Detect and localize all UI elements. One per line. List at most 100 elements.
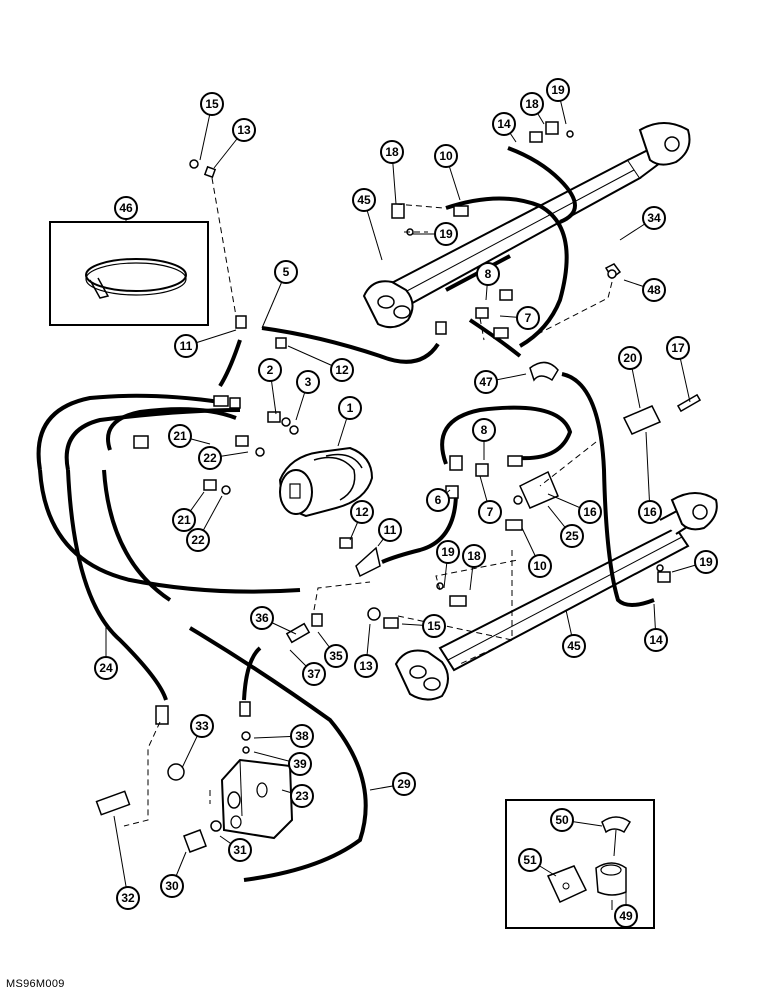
callout-number: 45 xyxy=(357,193,371,207)
callout-circle xyxy=(422,614,446,638)
callout-circle xyxy=(378,518,402,542)
callout-number: 18 xyxy=(385,145,399,159)
callout-number: 48 xyxy=(647,283,661,297)
callout-circle xyxy=(666,336,690,360)
callout-circle xyxy=(518,848,542,872)
callout-number: 30 xyxy=(165,879,179,893)
callout-circle xyxy=(116,886,140,910)
callout-number: 51 xyxy=(523,853,537,867)
callout-circle xyxy=(644,628,668,652)
callout-number: 19 xyxy=(439,227,453,241)
callout-circle xyxy=(436,540,460,564)
callout-number: 46 xyxy=(119,201,133,215)
callout-circle xyxy=(434,144,458,168)
callout-number: 17 xyxy=(671,341,685,355)
callout-number: 25 xyxy=(565,529,579,543)
callout-number: 20 xyxy=(623,351,637,365)
callout-circle xyxy=(476,262,500,286)
callout-number: 38 xyxy=(295,729,309,743)
callout-circle xyxy=(516,306,540,330)
callout-circle xyxy=(474,370,498,394)
callout-circle xyxy=(258,358,282,382)
callout-number: 22 xyxy=(191,533,205,547)
callout-number: 33 xyxy=(195,719,209,733)
callout-circle xyxy=(642,278,666,302)
callout-circle xyxy=(174,334,198,358)
callout-leader xyxy=(113,815,129,899)
inset-hose-clamp xyxy=(49,221,209,326)
lower-cylinder xyxy=(394,492,718,701)
callout-circle xyxy=(528,554,552,578)
callout-number: 18 xyxy=(525,97,539,111)
callout-number: 8 xyxy=(485,267,492,281)
callout-circle xyxy=(694,550,718,574)
callout-leader xyxy=(645,431,651,513)
hoses xyxy=(36,146,655,882)
callout-circle xyxy=(562,634,586,658)
callout-circle xyxy=(618,346,642,370)
callout-circle xyxy=(274,260,298,284)
callout-number: 24 xyxy=(99,661,113,675)
callout-number: 14 xyxy=(649,633,663,647)
callout-number: 16 xyxy=(643,505,657,519)
callout-number: 32 xyxy=(121,891,135,905)
callout-number: 3 xyxy=(305,375,312,389)
callout-circle xyxy=(434,222,458,246)
callout-circle xyxy=(614,904,638,928)
callout-number: 36 xyxy=(255,611,269,625)
callout-number: 10 xyxy=(533,559,547,573)
callout-circle xyxy=(338,396,362,420)
callout-number: 15 xyxy=(427,619,441,633)
callout-number: 11 xyxy=(384,523,397,537)
callout-number: 21 xyxy=(173,429,187,443)
callout-circle xyxy=(324,644,348,668)
callout-number: 13 xyxy=(237,123,251,137)
callout-number: 34 xyxy=(647,211,661,225)
callout-number: 50 xyxy=(555,813,569,827)
callout-circle xyxy=(478,500,502,524)
hydraulic-pump xyxy=(278,446,374,518)
callout-circle xyxy=(198,446,222,470)
callout-circle xyxy=(94,656,118,680)
callout-number: 5 xyxy=(283,265,290,279)
callout-circle xyxy=(330,358,354,382)
callout-circle xyxy=(426,488,450,512)
callout-circle xyxy=(550,808,574,832)
callout-circle xyxy=(290,724,314,748)
callout-circle xyxy=(232,118,256,142)
callout-circle xyxy=(380,140,404,164)
callout-circle xyxy=(290,784,314,808)
callout-circle xyxy=(114,196,138,220)
callout-circle xyxy=(288,752,312,776)
callout-number: 12 xyxy=(355,505,369,519)
callout-circle xyxy=(546,78,570,102)
callout-circle xyxy=(462,544,486,568)
callout-number: 21 xyxy=(177,513,191,527)
callout-number: 35 xyxy=(329,649,343,663)
callout-number: 31 xyxy=(233,843,247,857)
callout-circle xyxy=(642,206,666,230)
drawing-code: MS96M009 xyxy=(6,978,65,990)
callout-number: 22 xyxy=(203,451,217,465)
callout-circle xyxy=(350,500,374,524)
callout-number: 6 xyxy=(435,493,442,507)
callout-number: 1 xyxy=(347,401,354,415)
upper-cylinder xyxy=(362,122,691,329)
callout-number: 11 xyxy=(180,339,193,353)
callout-circle xyxy=(578,500,602,524)
callout-circle xyxy=(492,112,516,136)
callout-number: 45 xyxy=(567,639,581,653)
callout-number: 37 xyxy=(307,667,321,681)
callout-circle xyxy=(296,370,320,394)
callout-number: 14 xyxy=(497,117,511,131)
callout-number: 15 xyxy=(205,97,219,111)
callout-circle xyxy=(392,772,416,796)
callout-number: 29 xyxy=(397,777,411,791)
callout-circle xyxy=(560,524,584,548)
callout-circle xyxy=(190,714,214,738)
dashed-leaders xyxy=(123,177,613,827)
control-valve xyxy=(220,758,294,840)
callout-circle xyxy=(186,528,210,552)
callout-number: 18 xyxy=(467,549,481,563)
